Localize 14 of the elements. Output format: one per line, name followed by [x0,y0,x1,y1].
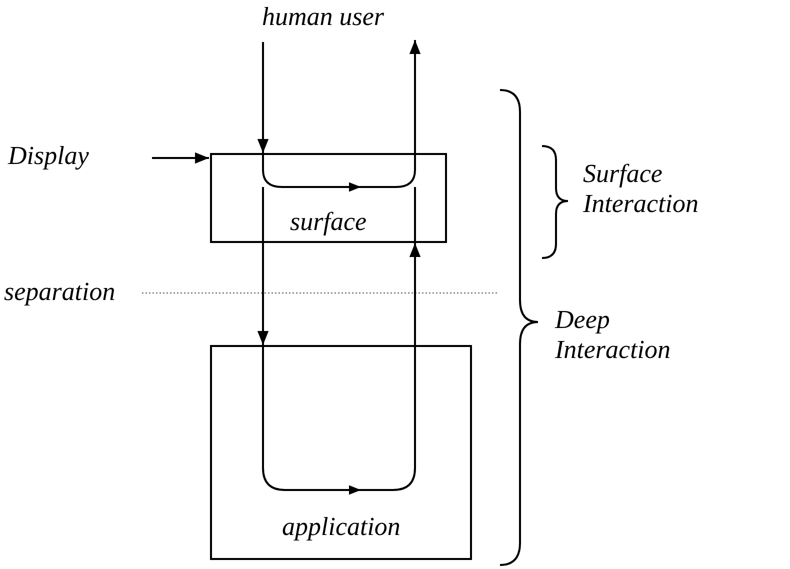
arrow [409,243,421,345]
layer-box [210,153,447,243]
region-label: Deep Interaction [555,305,672,365]
arrow [257,42,269,153]
user-label: human user [262,2,384,32]
arrow [152,152,209,164]
box-label: surface [290,207,367,237]
separation-label: separation [4,277,116,307]
box-label: application [282,512,400,542]
display-label: Display [8,141,89,171]
region-label: Surface Interaction [583,159,700,219]
arrow [409,40,421,153]
arrow [257,243,269,345]
layer-box [210,345,472,560]
